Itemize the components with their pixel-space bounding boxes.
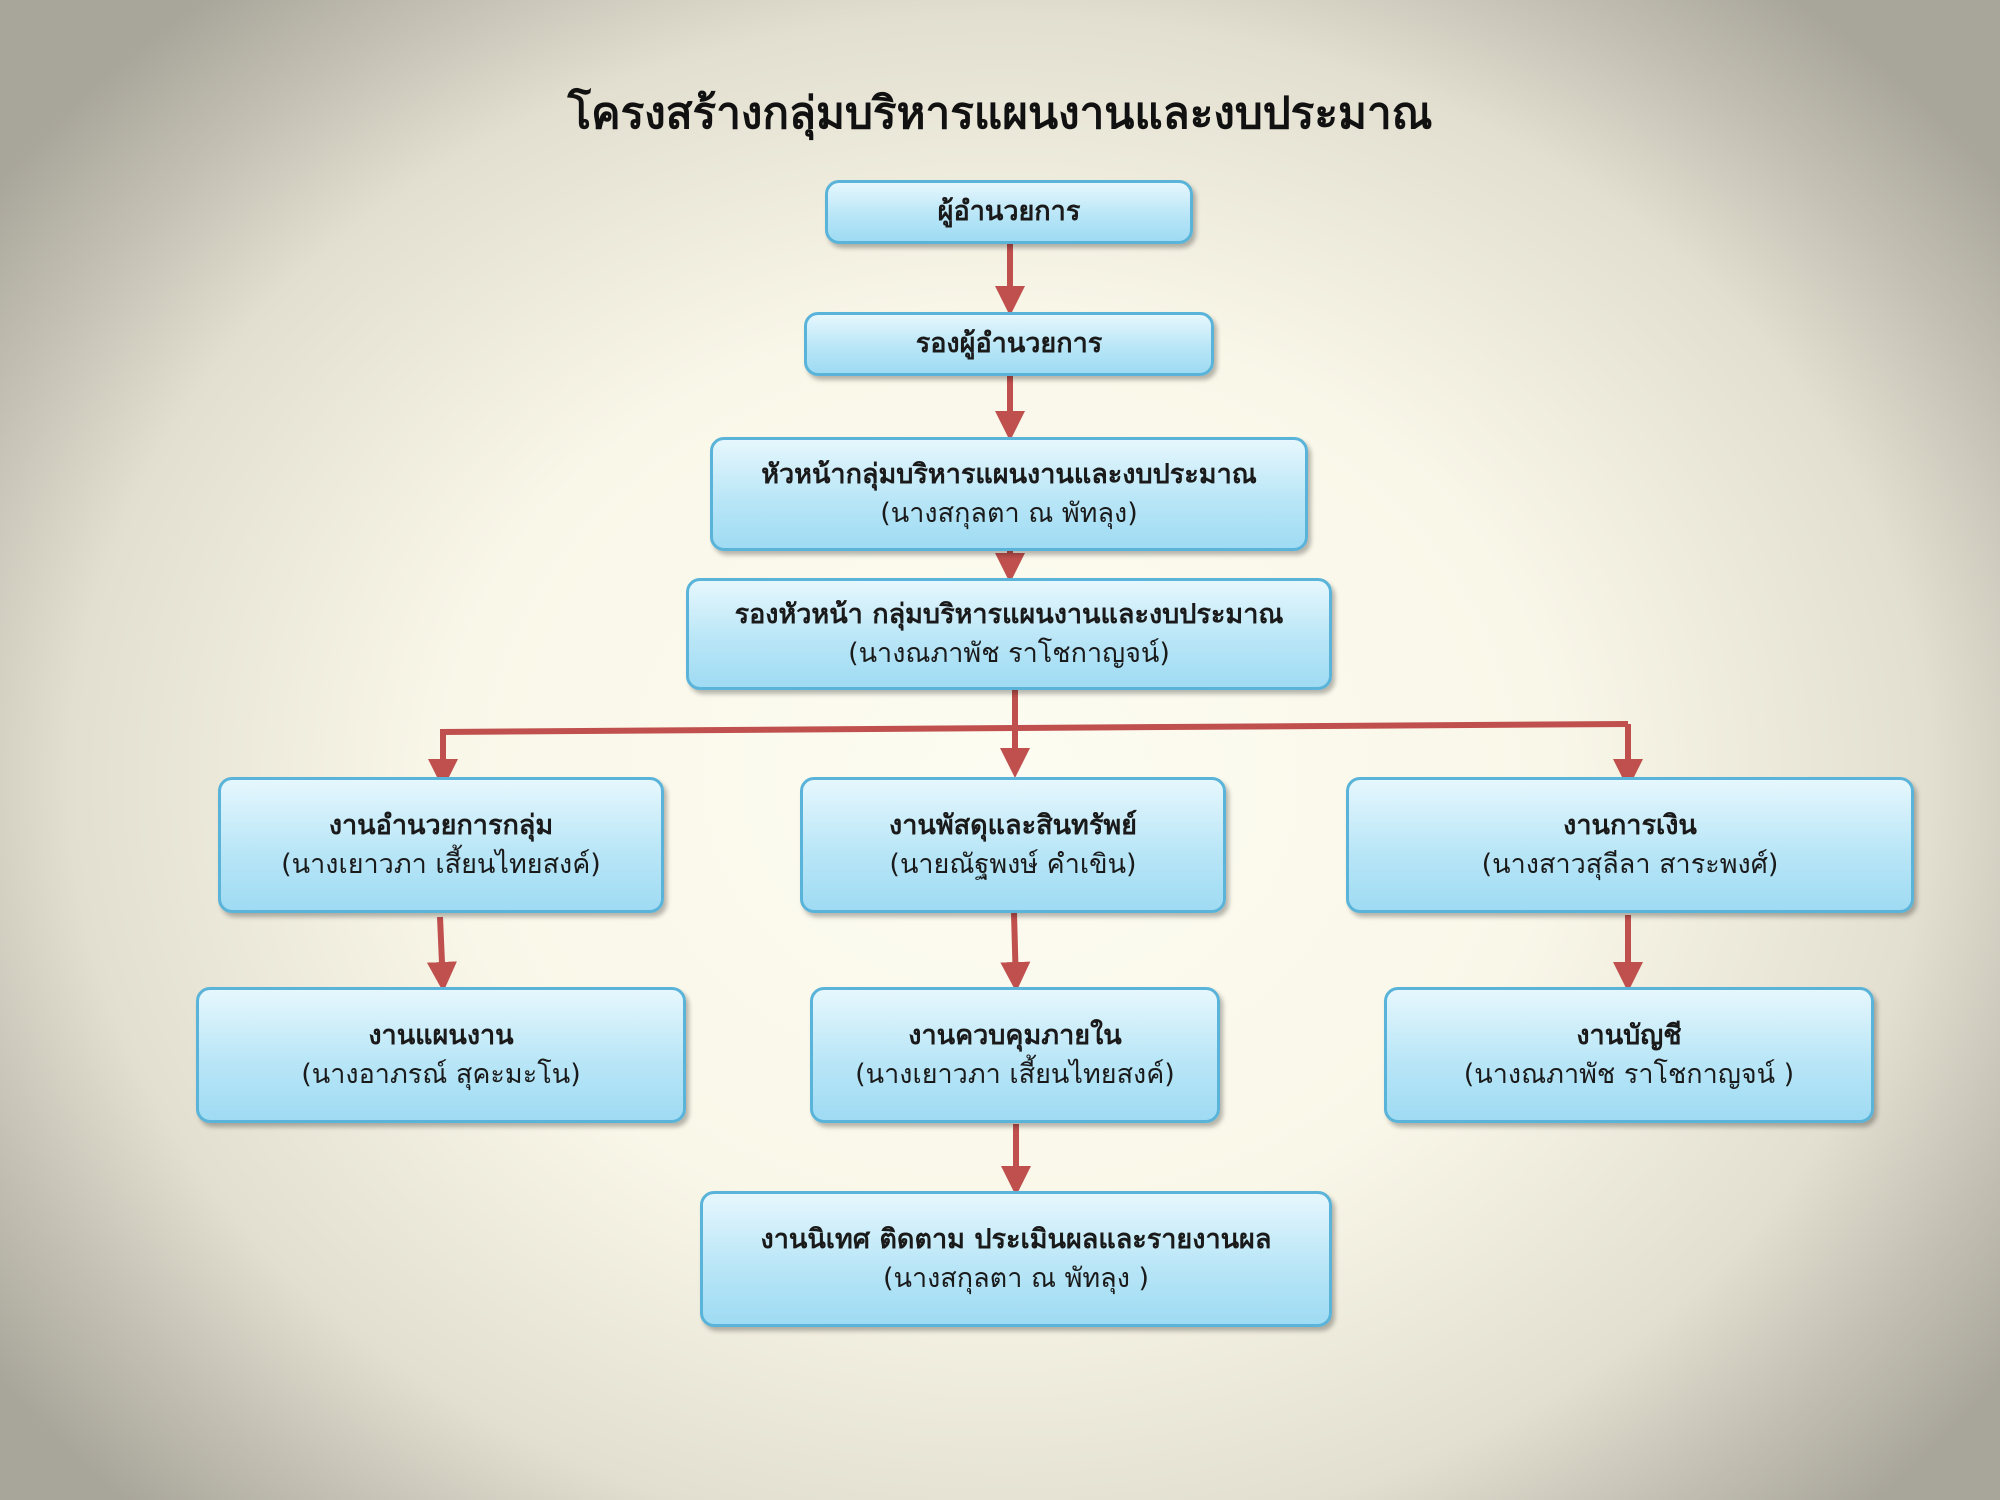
node-planning-person: (นางอาภรณ์ สุคะมะโน) — [301, 1059, 581, 1090]
node-accounting-title: งานบัญชี — [1576, 1019, 1682, 1051]
node-finance-person: (นางสาวสุลีลา สาระพงศ์) — [1481, 849, 1779, 880]
node-supplies-person: (นายณัฐพงษ์ คำเขิน) — [889, 849, 1137, 880]
node-deputy-head-person: (นางณภาพัช ราโชกาญจน์) — [848, 638, 1170, 669]
node-general-admin-person: (นางเยาวภา เสี้ยนไทยสงค์) — [281, 849, 601, 880]
node-supervision-title: งานนิเทศ ติดตาม ประเมินผลและรายงานผล — [760, 1223, 1272, 1255]
node-supplies: งานพัสดุและสินทรัพย์ (นายณัฐพงษ์ คำเขิน) — [800, 777, 1226, 913]
chart-title: โครงสร้างกลุ่มบริหารแผนงานและงบประมาณ — [567, 88, 1433, 139]
node-finance: งานการเงิน (นางสาวสุลีลา สาระพงศ์) — [1346, 777, 1914, 913]
node-director-title: ผู้อำนวยการ — [937, 196, 1081, 228]
branch-line — [439, 721, 1629, 735]
node-internal-control-person: (นางเยาวภา เสี้ยนไทยสงค์) — [855, 1059, 1175, 1090]
node-planning-title: งานแผนงาน — [368, 1019, 514, 1051]
node-finance-title: งานการเงิน — [1563, 809, 1697, 841]
node-planning: งานแผนงาน (นางอาภรณ์ สุคะมะโน) — [196, 987, 686, 1123]
node-accounting: งานบัญชี (นางณภาพัช ราโชกาญจน์ ) — [1384, 987, 1874, 1123]
arrow-to-planning — [426, 916, 457, 992]
node-supervision: งานนิเทศ ติดตาม ประเมินผลและรายงานผล (นา… — [700, 1191, 1332, 1327]
node-head-person: (นางสกุลตา ณ พัทลุง) — [880, 498, 1138, 529]
node-supervision-person: (นางสกุลตา ณ พัทลุง ) — [882, 1263, 1150, 1294]
node-internal-control: งานควบคุมภายใน (นางเยาวภา เสี้ยนไทยสงค์) — [810, 987, 1220, 1123]
node-head: หัวหน้ากลุ่มบริหารแผนงานและงบประมาณ (นาง… — [710, 437, 1308, 551]
node-deputy-head: รองหัวหน้า กลุ่มบริหารแผนงานและงบประมาณ … — [686, 578, 1332, 690]
node-accounting-person: (นางณภาพัช ราโชกาญจน์ ) — [1463, 1059, 1795, 1090]
node-deputy-director-title: รองผู้อำนวยการ — [915, 328, 1103, 360]
node-general-admin-title: งานอำนวยการกลุ่ม — [328, 809, 554, 841]
node-supplies-title: งานพัสดุและสินทรัพย์ — [889, 809, 1137, 841]
node-deputy-head-title: รองหัวหน้า กลุ่มบริหารแผนงานและงบประมาณ — [734, 598, 1284, 630]
node-head-title: หัวหน้ากลุ่มบริหารแผนงานและงบประมาณ — [761, 458, 1257, 490]
node-deputy-director: รองผู้อำนวยการ — [804, 312, 1214, 376]
arrow-to-internal-control — [1000, 912, 1031, 992]
node-internal-control-title: งานควบคุมภายใน — [908, 1019, 1122, 1051]
node-general-admin: งานอำนวยการกลุ่ม (นางเยาวภา เสี้ยนไทยสงค… — [218, 777, 664, 913]
node-director: ผู้อำนวยการ — [825, 180, 1193, 244]
